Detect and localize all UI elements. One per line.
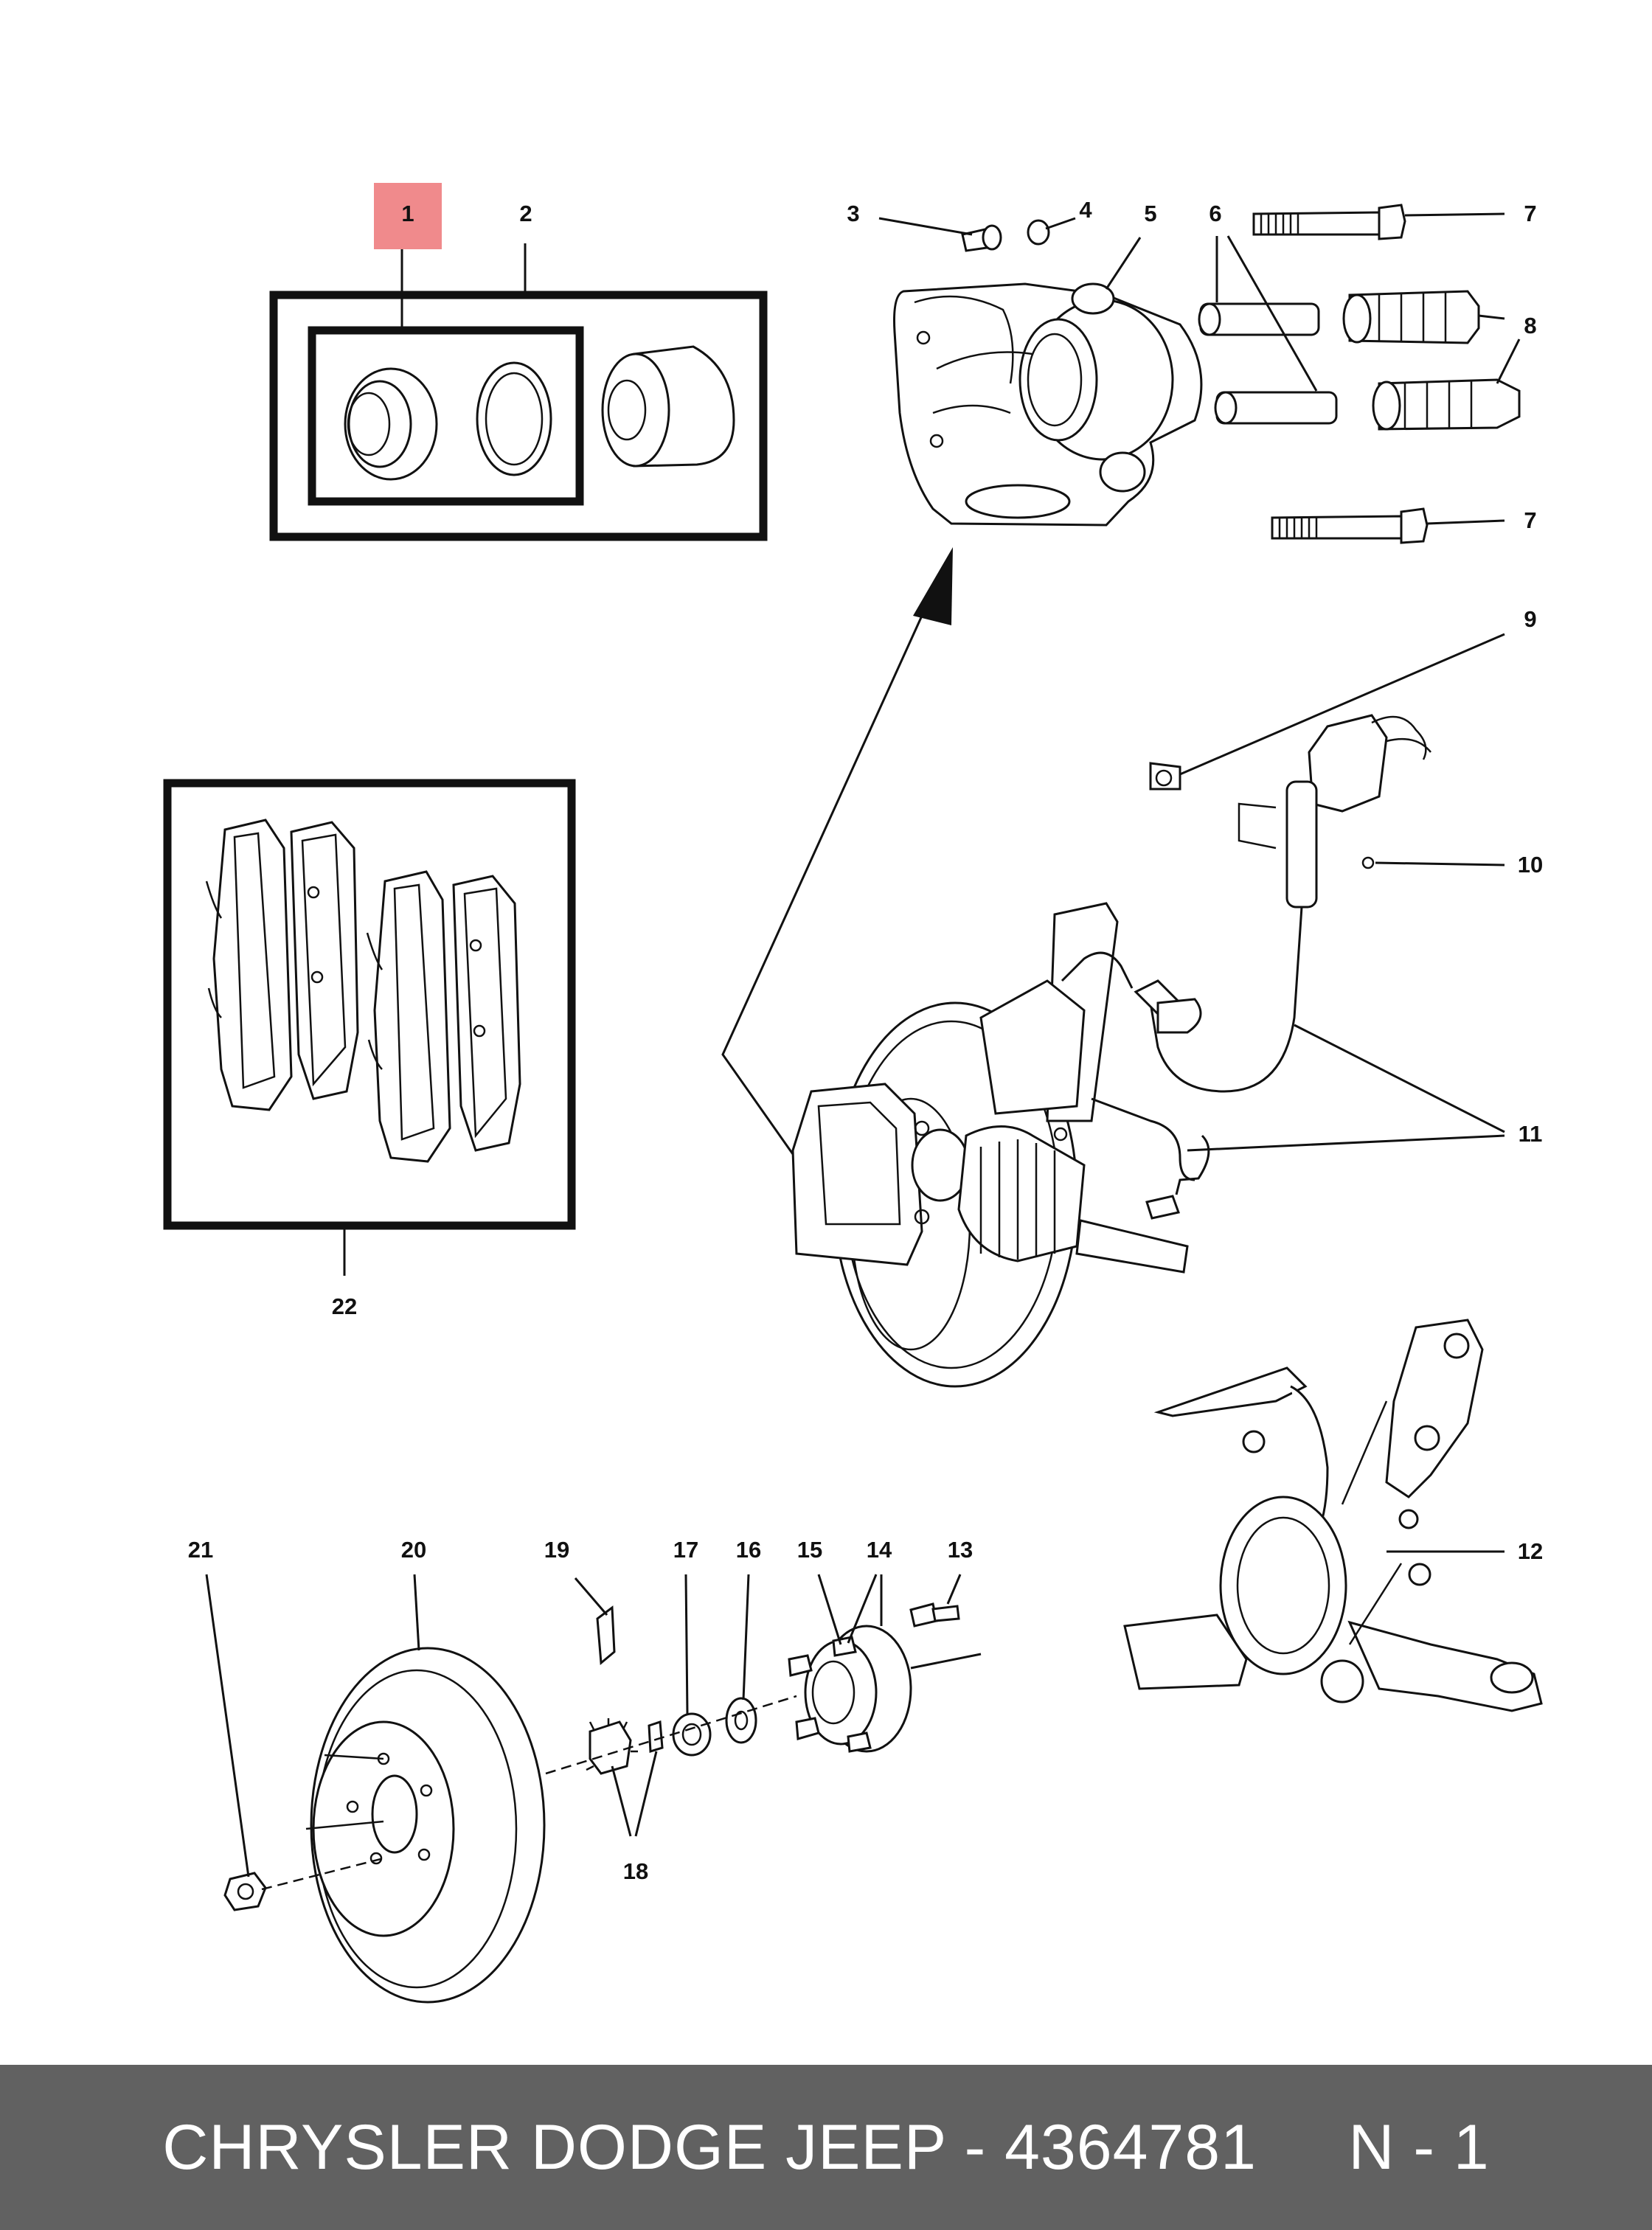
- brake-pad-set-right: [366, 870, 521, 1163]
- brake-pads-kit: [163, 779, 576, 1230]
- steering-knuckle: [1123, 1319, 1543, 1712]
- caliper-bushings: [1198, 302, 1338, 425]
- hub-bolt: [909, 1602, 960, 1628]
- callout-6: 6: [1209, 201, 1221, 226]
- callout-8: 8: [1524, 313, 1536, 338]
- callout-5: 5: [1144, 201, 1156, 226]
- bleeder-screw: [961, 219, 1050, 252]
- assembly-arrow: [721, 547, 953, 1155]
- callout-18: 18: [623, 1858, 648, 1884]
- brake-assembly: [791, 902, 1189, 1388]
- callout-20: 20: [401, 1537, 426, 1563]
- callout-15: 15: [797, 1537, 822, 1563]
- part-number-label: CHRYSLER DODGE JEEP - 4364781: [162, 2111, 1257, 2183]
- callout-21: 21: [188, 1537, 213, 1563]
- exploded-parts-diagram: 1 2 3 4 5 6: [163, 183, 1543, 2004]
- brake-pad-set-left: [205, 819, 359, 1111]
- callout-4: 4: [1079, 197, 1092, 223]
- wheel-nut: [223, 1872, 267, 1911]
- caliper-body: [893, 282, 1203, 527]
- guide-pin-boots: [1342, 290, 1521, 431]
- callout-1-highlight: [374, 183, 442, 249]
- guide-pin-bolt-lower: [1271, 507, 1429, 544]
- callout-10: 10: [1518, 852, 1543, 878]
- callout-9: 9: [1524, 606, 1536, 632]
- callout-7-upper: 7: [1524, 201, 1536, 226]
- caliper-seal-kit: [269, 291, 768, 541]
- callout-22: 22: [332, 1293, 357, 1319]
- callout-11: 11: [1519, 1121, 1543, 1147]
- hub-bearing: [788, 1625, 982, 1753]
- abs-sensor-harness: [1053, 714, 1431, 1220]
- callout-12: 12: [1518, 1538, 1543, 1564]
- page-label: N - 1: [1348, 2111, 1490, 2183]
- callout-3: 3: [847, 201, 859, 226]
- callout-17: 17: [673, 1537, 698, 1563]
- callout-1: 1: [401, 201, 414, 226]
- footer-caption: CHRYSLER DODGE JEEP - 4364781 N - 1: [162, 2111, 1490, 2184]
- callout-16: 16: [736, 1537, 761, 1563]
- callout-2: 2: [519, 201, 532, 226]
- callout-7-lower: 7: [1524, 507, 1536, 533]
- callout-14: 14: [867, 1537, 892, 1563]
- footer-bar: CHRYSLER DODGE JEEP - 4364781 N - 1: [0, 2065, 1652, 2230]
- brake-rotor: [310, 1647, 546, 2004]
- callout-13: 13: [948, 1537, 973, 1563]
- guide-pin-bolt-upper: [1252, 204, 1406, 240]
- hub-nut-hardware: [586, 1605, 757, 1775]
- callout-19: 19: [544, 1537, 569, 1563]
